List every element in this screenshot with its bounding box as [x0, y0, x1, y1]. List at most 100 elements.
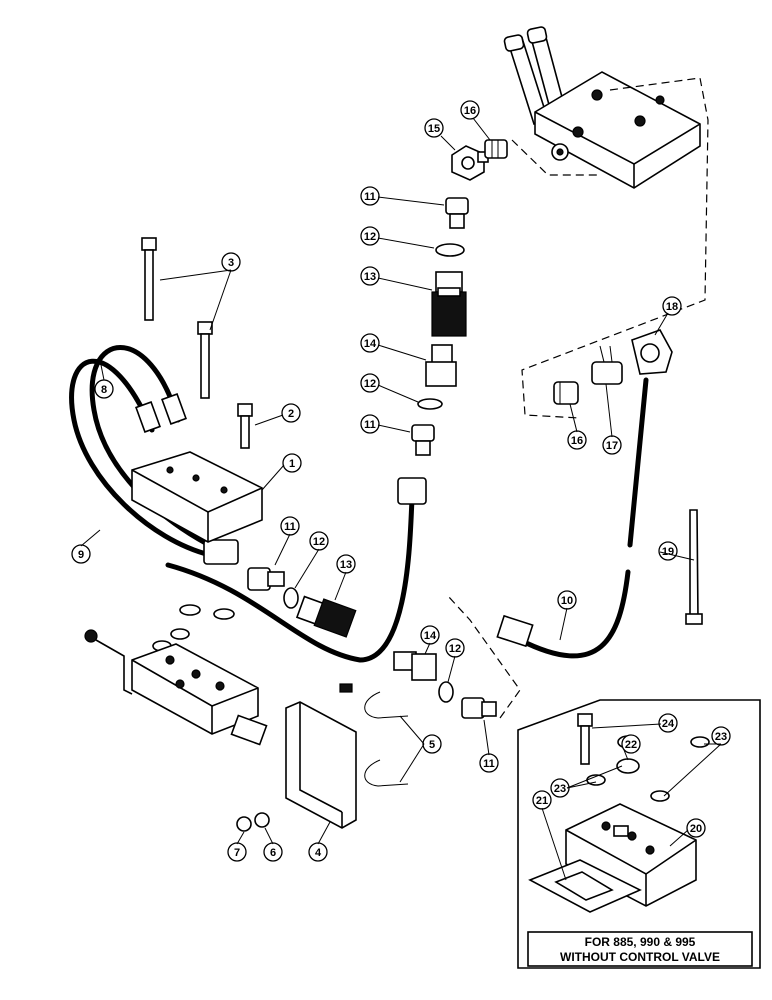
callout-label: 13	[340, 559, 352, 571]
manifold-plate-1	[131, 451, 263, 543]
callout-c19: 19	[658, 541, 678, 561]
callout-c12a: 12	[360, 226, 380, 246]
callout-label: 12	[364, 231, 376, 243]
callout-c21: 21	[532, 790, 552, 810]
callout-label: 5	[429, 739, 435, 751]
callout-label: 22	[625, 739, 637, 751]
fitting-11-lower	[411, 424, 435, 456]
callout-label: 6	[270, 847, 276, 859]
callout-circle	[360, 266, 380, 286]
callout-circle	[281, 403, 301, 423]
callout-c5: 5	[422, 734, 442, 754]
fitting-15-elbow	[451, 145, 489, 181]
callout-c11d: 11	[479, 753, 499, 773]
bolt-24	[577, 713, 593, 765]
callout-c24: 24	[658, 713, 678, 733]
callout-circle	[662, 296, 682, 316]
callout-circle	[360, 414, 380, 434]
control-valve-body	[84, 629, 268, 746]
callout-label: 23	[715, 731, 727, 743]
callout-c2: 2	[281, 403, 301, 423]
callout-c15: 15	[424, 118, 444, 138]
callout-c12d: 12	[445, 638, 465, 658]
callout-label: 4	[315, 847, 322, 859]
callout-label: 1	[289, 458, 295, 470]
callout-label: 3	[228, 257, 234, 269]
callout-label: 15	[428, 123, 440, 135]
callout-circle	[360, 373, 380, 393]
callout-label: 14	[364, 338, 377, 350]
callout-c9: 9	[71, 544, 91, 564]
callout-circle	[460, 100, 480, 120]
callout-label: 12	[313, 536, 325, 548]
callout-circle	[658, 713, 678, 733]
callout-label: 11	[364, 419, 376, 431]
fitting-17-tee	[591, 345, 623, 385]
callout-circle	[621, 734, 641, 754]
callout-label: 2	[288, 408, 294, 420]
coupler-13-top	[431, 271, 467, 337]
inset-note-line1: FOR 885, 990 & 995	[585, 935, 696, 949]
callout-label: 16	[464, 105, 476, 117]
bolt-2	[237, 403, 253, 449]
fitting-11-bottom	[461, 697, 497, 719]
hose-10	[496, 377, 649, 659]
dashed-leader-top	[511, 139, 600, 176]
callout-c16b: 16	[567, 430, 587, 450]
inset-note-line2: WITHOUT CONTROL VALVE	[560, 950, 720, 964]
callout-c6: 6	[263, 842, 283, 862]
cable-tie-19	[685, 509, 703, 625]
u-bolts-5	[364, 691, 409, 787]
callout-c22: 22	[621, 734, 641, 754]
callout-circle	[711, 726, 731, 746]
callout-c16a: 16	[460, 100, 480, 120]
callout-c11a: 11	[360, 186, 380, 206]
callout-circle	[686, 818, 706, 838]
fitting-11-center	[247, 567, 285, 591]
callout-label: 16	[571, 435, 583, 447]
callout-circle	[422, 734, 442, 754]
callout-label: 14	[424, 630, 437, 642]
bracket-4	[285, 701, 357, 829]
callout-c11c: 11	[280, 516, 300, 536]
callout-c23b: 23	[550, 778, 570, 798]
callout-c10: 10	[557, 590, 577, 610]
callout-c13a: 13	[360, 266, 380, 286]
callout-label: 12	[364, 378, 376, 390]
callout-c18: 18	[662, 296, 682, 316]
callout-circle	[360, 226, 380, 246]
callout-c13b: 13	[336, 554, 356, 574]
o-ring-12-center	[283, 587, 299, 609]
callout-circle	[360, 333, 380, 353]
leaders-layer	[80, 117, 722, 881]
o-ring-12-top	[435, 243, 465, 257]
callout-c12b: 12	[360, 373, 380, 393]
coupler-13-center	[295, 595, 357, 638]
screw-small	[339, 683, 353, 693]
callout-c23a: 23	[711, 726, 731, 746]
hose-9	[165, 477, 427, 663]
callout-label: 17	[606, 440, 618, 452]
callout-label: 8	[101, 384, 107, 396]
loose-o-rings	[152, 604, 235, 652]
callout-label: 20	[690, 823, 702, 835]
callout-label: 11	[284, 521, 296, 533]
callout-label: 7	[234, 847, 240, 859]
nipple-14	[425, 344, 457, 387]
callout-c3: 3	[221, 252, 241, 272]
callout-circle	[424, 118, 444, 138]
dashed-leader-valve	[521, 77, 709, 419]
callout-label: 18	[666, 301, 678, 313]
callout-c7: 7	[227, 842, 247, 862]
callout-label: 23	[554, 783, 566, 795]
callout-c14b: 14	[420, 625, 440, 645]
fitting-14-lower	[393, 651, 437, 681]
callout-label: 11	[483, 758, 495, 770]
o-ring-12-bottom	[438, 681, 454, 703]
o-ring-12-lower	[417, 398, 443, 410]
gasket-21	[528, 859, 642, 913]
callout-c12c: 12	[309, 531, 329, 551]
fitting-18-swivel	[631, 329, 673, 375]
